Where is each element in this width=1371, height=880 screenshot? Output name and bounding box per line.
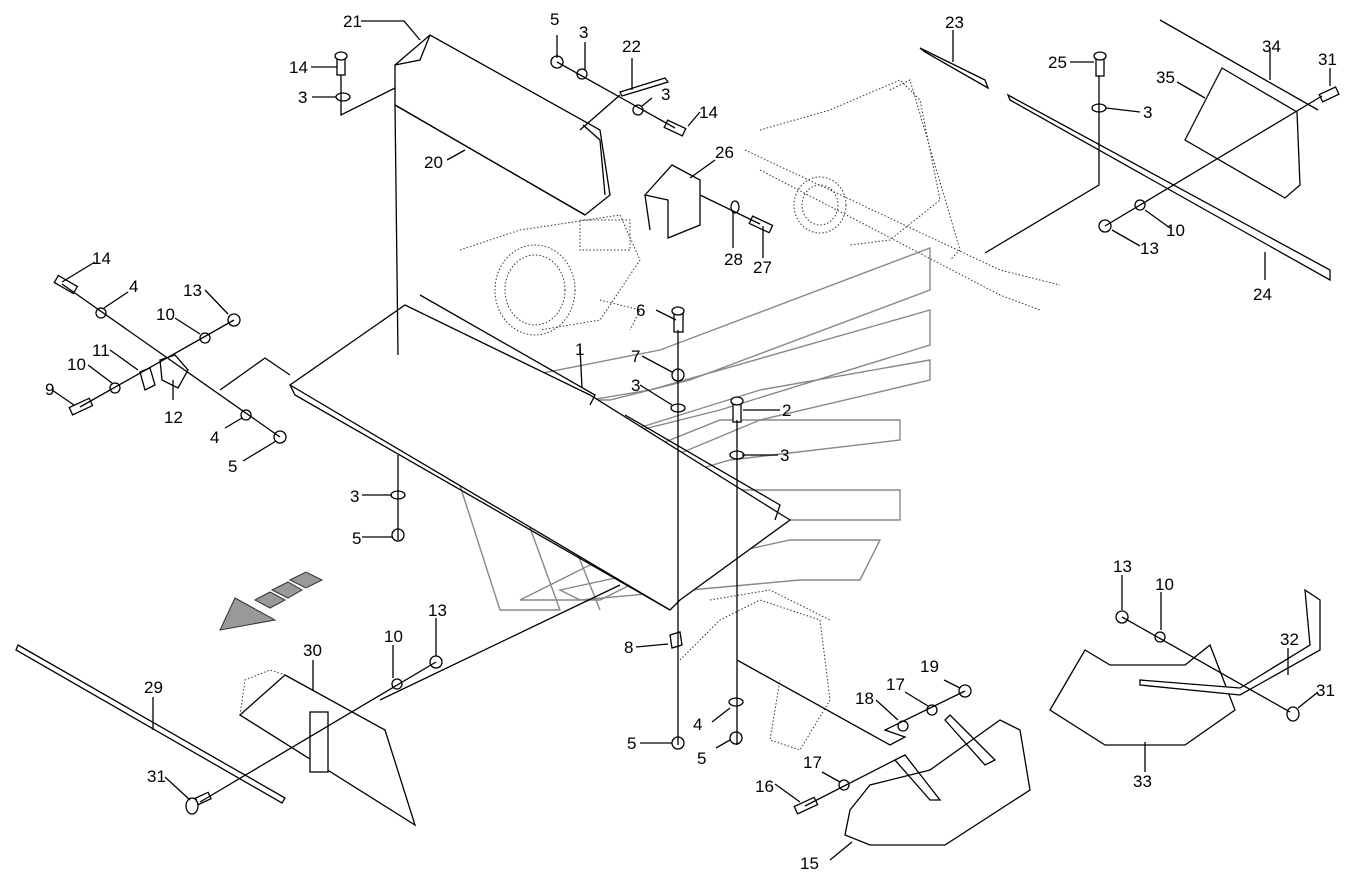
callout-9: 9 [45, 380, 54, 399]
callout-34: 34 [1262, 37, 1281, 56]
callout-31: 31 [1318, 50, 1337, 69]
callout-22: 22 [622, 37, 641, 56]
callout-3: 3 [350, 487, 359, 506]
callout-20: 20 [424, 153, 443, 172]
callout-6: 6 [636, 301, 645, 320]
callout-10: 10 [67, 355, 86, 374]
part-33-guard [1049, 643, 1236, 746]
callout-31: 31 [147, 767, 166, 786]
callout-5: 5 [697, 749, 706, 768]
callout-10: 10 [1166, 221, 1185, 240]
callout-10: 10 [156, 305, 175, 324]
callout-33: 33 [1133, 772, 1152, 791]
callout-32: 32 [1280, 630, 1299, 649]
callout-25: 25 [1048, 53, 1067, 72]
callout-19: 19 [920, 657, 939, 676]
callout-24: 24 [1253, 285, 1272, 304]
callout-7: 7 [631, 347, 640, 366]
callout-5: 5 [352, 529, 361, 548]
callout-11: 11 [92, 341, 110, 360]
part-32-bracket [1139, 588, 1321, 696]
part-29-strip [15, 644, 286, 804]
callout-31: 31 [1316, 681, 1335, 700]
assembly-lines [61, 61, 1323, 807]
callout-29: 29 [144, 678, 163, 697]
callout-5: 5 [550, 10, 559, 29]
callout-26: 26 [715, 143, 734, 162]
callout-27: 27 [753, 258, 772, 277]
callout-13: 13 [428, 601, 447, 620]
callout-28: 28 [724, 250, 743, 269]
callout-23: 23 [945, 13, 964, 32]
callout-17: 17 [803, 753, 822, 772]
callout-1: 1 [575, 340, 584, 359]
callout-5: 5 [228, 457, 237, 476]
callout-10: 10 [1155, 575, 1174, 594]
callout-30: 30 [303, 641, 322, 660]
part-12-bracket [139, 354, 189, 391]
travel-direction-arrow [219, 571, 324, 631]
callout-leaders [51, 20, 1331, 861]
callout-8: 8 [624, 638, 633, 657]
part-15-bottom-guard [844, 714, 1031, 846]
part-35-cover-panel [1159, 19, 1319, 199]
callout-12: 12 [164, 408, 183, 427]
callout-16: 16 [755, 777, 774, 796]
callout-35: 35 [1156, 68, 1175, 87]
callout-5: 5 [627, 734, 636, 753]
callout-3: 3 [579, 23, 588, 42]
callout-labels: 21 14 3 20 5 3 22 3 14 26 28 27 23 25 3 … [45, 10, 1337, 873]
callout-4: 4 [129, 277, 138, 296]
callout-10: 10 [384, 627, 403, 646]
part-23-strip [919, 47, 990, 90]
callout-18: 18 [855, 689, 874, 708]
callout-4: 4 [693, 715, 702, 734]
callout-3: 3 [661, 85, 670, 104]
callout-13: 13 [1140, 239, 1159, 258]
callout-2: 2 [782, 401, 791, 420]
callout-17: 17 [886, 675, 905, 694]
fasteners [53, 51, 1340, 815]
part-20-belt-guard-hood [394, 34, 611, 216]
callout-3: 3 [631, 376, 640, 395]
callout-15: 15 [800, 854, 819, 873]
frame-leg-ghost [679, 589, 831, 751]
callout-13: 13 [1113, 557, 1132, 576]
part-1-main-plate [288, 294, 792, 611]
gearbox-right-ghost [744, 79, 1061, 311]
gearbox-left-ghost [459, 214, 641, 336]
callout-3: 3 [780, 446, 789, 465]
callout-3: 3 [1143, 103, 1152, 122]
callout-14: 14 [289, 58, 308, 77]
callout-4: 4 [210, 428, 219, 447]
part-30-cover-panel [238, 669, 417, 827]
callout-21: 21 [343, 12, 362, 31]
callout-13: 13 [183, 281, 202, 300]
callout-3: 3 [298, 88, 307, 107]
callout-14: 14 [92, 249, 111, 268]
part-26-guard-plate [643, 164, 701, 239]
callout-14: 14 [699, 103, 718, 122]
